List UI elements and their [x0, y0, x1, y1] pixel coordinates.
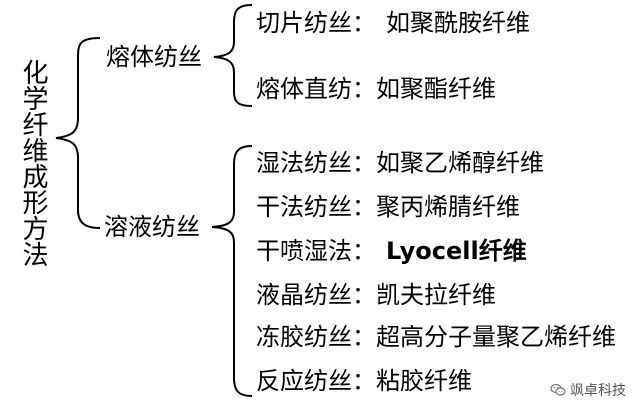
leaf-label: 反应纺丝：	[256, 367, 376, 395]
leaf-example: 如聚酯纤维	[376, 75, 496, 103]
wechat-icon	[550, 383, 566, 396]
leaf-item: 湿法纺丝：如聚乙烯醇纤维	[256, 148, 544, 178]
leaf-item: 熔体直纺：如聚酯纤维	[256, 74, 496, 104]
leaf-item: 冻胶纺丝：超高分子量聚乙烯纤维	[256, 322, 616, 352]
leaf-example: 粘胶纤维	[376, 367, 472, 395]
leaf-label: 熔体直纺：	[256, 75, 376, 103]
leaf-label: 切片纺丝：	[256, 9, 376, 37]
leaf-item: 干喷湿法： Lyocell纤维	[256, 236, 527, 266]
leaf-example: 凯夫拉纤维	[376, 281, 496, 309]
root-title: 化学纤维成形方法	[18, 59, 48, 267]
leaf-example: Lyocell纤维	[386, 237, 527, 265]
melt-bracket	[213, 4, 253, 107]
leaf-label: 冻胶纺丝：	[256, 323, 376, 351]
leaf-item: 反应纺丝：粘胶纤维	[256, 366, 472, 396]
group-solution-spinning: 溶液纺丝	[104, 213, 200, 241]
leaf-example: 聚丙烯腈纤维	[376, 193, 520, 221]
root-bracket	[55, 37, 101, 229]
watermark: 飒卓科技	[550, 380, 626, 400]
leaf-item: 干法纺丝：聚丙烯腈纤维	[256, 192, 520, 222]
leaf-item: 切片纺丝： 如聚酰胺纤维	[256, 8, 530, 38]
leaf-label: 干法纺丝：	[256, 193, 376, 221]
watermark-text: 飒卓科技	[570, 383, 626, 399]
leaf-label: 液晶纺丝：	[256, 281, 376, 309]
leaf-item: 液晶纺丝：凯夫拉纤维	[256, 280, 496, 310]
solution-bracket	[211, 145, 253, 397]
leaf-example: 如聚酰胺纤维	[386, 9, 530, 37]
leaf-example: 如聚乙烯醇纤维	[376, 149, 544, 177]
leaf-example: 超高分子量聚乙烯纤维	[376, 323, 616, 351]
leaf-label: 干喷湿法：	[256, 237, 376, 265]
group-melt-spinning: 熔体纺丝	[106, 43, 202, 71]
leaf-label: 湿法纺丝：	[256, 149, 376, 177]
